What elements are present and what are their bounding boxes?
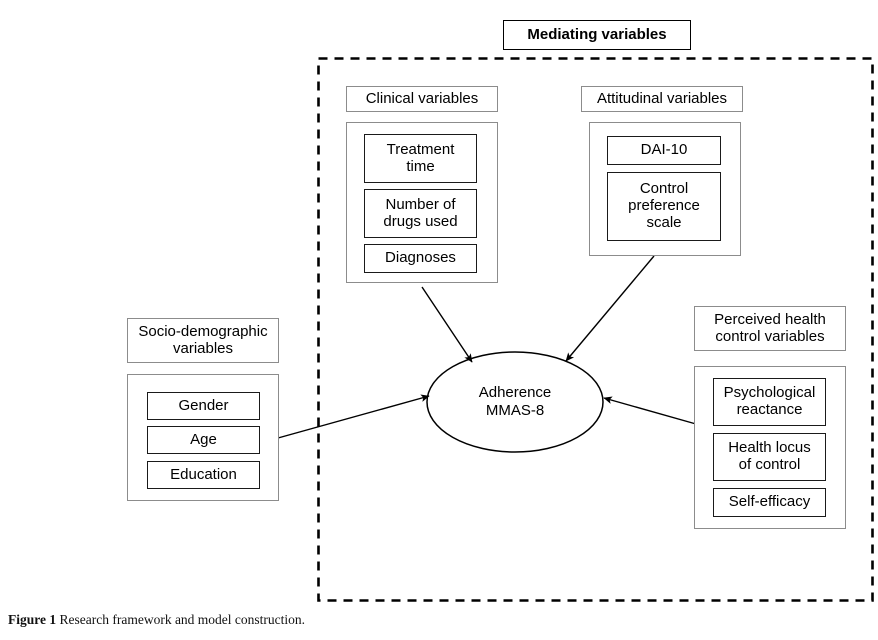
edge-sociodemographic-to-adherence [277, 394, 430, 439]
item-number-of-drugs-used: Number of drugs used [364, 189, 477, 238]
edge-perceivedhealth-to-adherence [603, 396, 697, 425]
item-health-locus-of-control: Health locus of control [713, 433, 826, 481]
mediating-variables-title: Mediating variables [503, 20, 691, 50]
group-header-socio-demographic: Socio-demographic variables [127, 318, 279, 363]
item-dai-10: DAI-10 [607, 136, 721, 165]
adherence-node-label: Adherence MMAS-8 [478, 384, 552, 419]
figure-caption: Figure 1 Research framework and model co… [8, 612, 305, 628]
item-treatment-time: Treatment time [364, 134, 477, 183]
item-gender: Gender [147, 392, 260, 420]
item-education: Education [147, 461, 260, 489]
figure-caption-label: Figure 1 [8, 612, 57, 627]
item-control-preference-scale: Control preference scale [607, 172, 721, 241]
group-header-attitudinal: Attitudinal variables [581, 86, 743, 112]
edge-clinical-to-adherence [421, 286, 473, 363]
group-header-clinical: Clinical variables [346, 86, 498, 112]
item-diagnoses: Diagnoses [364, 244, 477, 273]
figure-caption-text: Research framework and model constructio… [59, 612, 306, 627]
item-psychological-reactance: Psychological reactance [713, 378, 826, 426]
item-self-efficacy: Self-efficacy [713, 488, 826, 517]
group-header-perceived-health-control: Perceived health control variables [694, 306, 846, 351]
item-age: Age [147, 426, 260, 454]
edge-attitudinal-to-adherence [565, 255, 655, 362]
